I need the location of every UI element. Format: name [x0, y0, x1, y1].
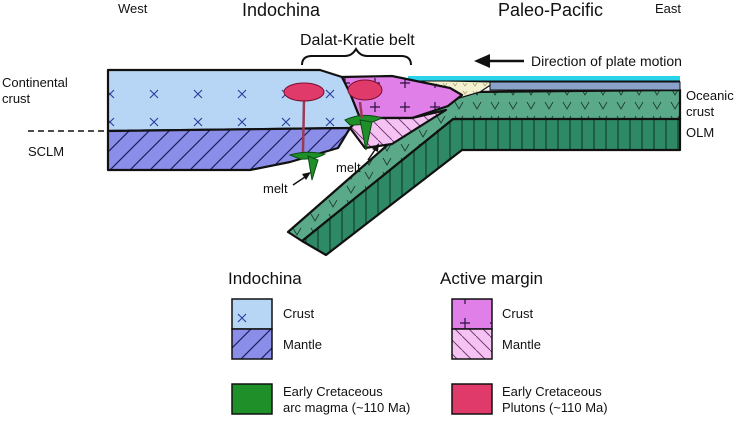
sea-layer — [408, 76, 680, 81]
swatch-arc-magma — [231, 383, 273, 415]
sclm-label: SCLM — [28, 144, 64, 159]
olm-label: OLM — [686, 125, 714, 140]
legend-margin-crust-label: Crust — [502, 306, 533, 321]
belt-brace — [301, 46, 412, 66]
swatch-indochina-crust — [231, 298, 273, 330]
west-label: West — [118, 1, 148, 16]
legend-arc-line1: Early Cretaceous — [283, 384, 383, 399]
indochina-crust — [106, 68, 362, 133]
seafloor-strip — [489, 81, 681, 91]
oceanic-crust-label-2: crust — [686, 104, 715, 119]
paleo-pacific-heading: Paleo-Pacific — [498, 0, 603, 20]
legend-arc-line2: arc magma (~110 Ma) — [283, 400, 410, 415]
indochina-heading: Indochina — [242, 0, 321, 20]
legend-margin-title: Active margin — [440, 269, 543, 288]
magma-conduits — [301, 99, 364, 153]
swatch-margin-mantle — [451, 328, 493, 360]
legend-indochina-crust-label: Crust — [283, 306, 314, 321]
swatch-margin-crust — [451, 298, 493, 330]
continental-crust-label-1: Continental — [2, 75, 68, 90]
melt-label-2: melt — [336, 160, 361, 175]
east-label: East — [655, 1, 681, 16]
plate-motion-arrow — [474, 54, 524, 68]
legend-indochina-title: Indochina — [228, 269, 302, 288]
oceanic-crust-label-1: Oceanic — [686, 88, 734, 103]
arc-magma — [288, 114, 384, 181]
legend-plutons-line1: Early Cretaceous — [502, 384, 602, 399]
legend-plutons-line2: Plutons (~110 Ma) — [502, 400, 608, 415]
melt-label-1: melt — [263, 181, 288, 196]
plate-motion-label: Direction of plate motion — [531, 53, 682, 69]
continental-crust-label-2: crust — [2, 91, 31, 106]
belt-label: Dalat-Kratie belt — [300, 32, 415, 49]
swatch-plutons — [451, 383, 493, 415]
plutons — [283, 79, 383, 102]
legend-indochina-mantle-label: Mantle — [283, 337, 322, 352]
legend-margin-mantle-label: Mantle — [502, 337, 541, 352]
swatch-indochina-mantle — [231, 328, 273, 360]
